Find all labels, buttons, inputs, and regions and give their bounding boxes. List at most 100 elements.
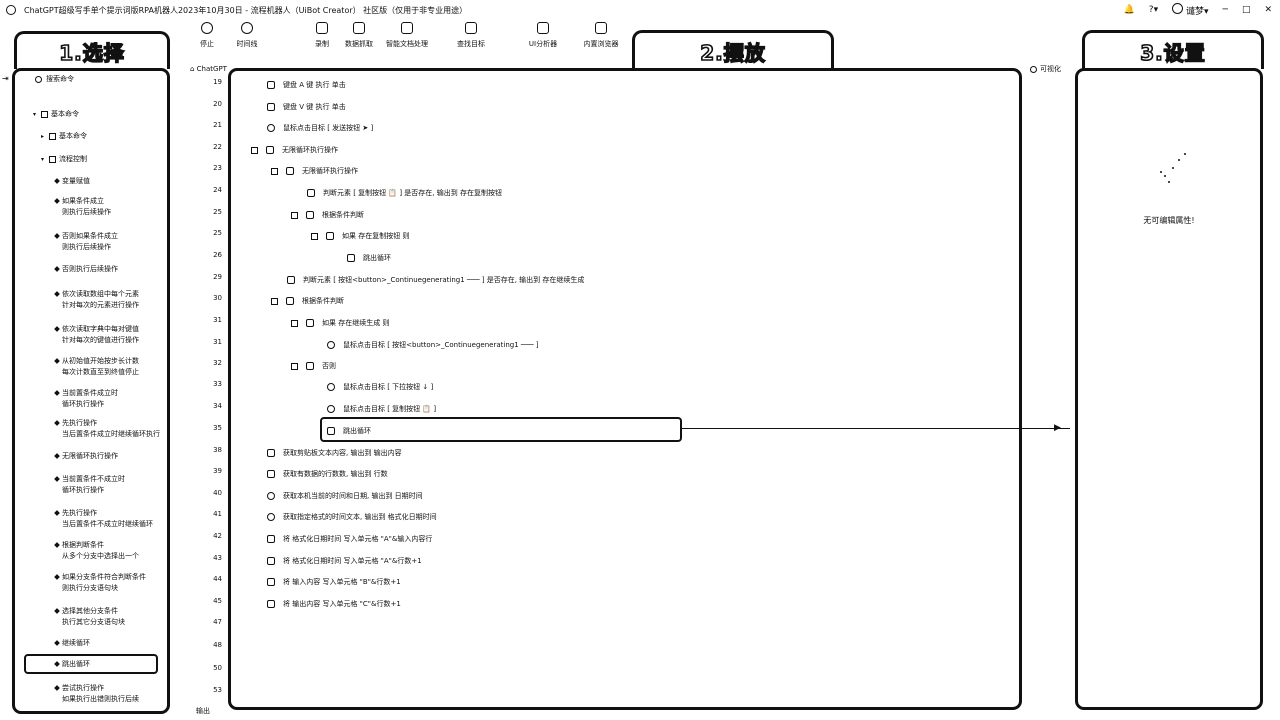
toolbar-label: 查找目标 xyxy=(457,40,485,48)
code-line[interactable]: 跳出循环 xyxy=(231,421,1019,441)
search-input[interactable]: 搜索命令 xyxy=(46,75,74,83)
collapse-toggle-icon[interactable] xyxy=(291,211,298,219)
code-line[interactable]: 键盘 A 键 执行 单击 xyxy=(231,75,1019,95)
code-line[interactable]: 将 输入内容 写入单元格 "B"&行数+1 xyxy=(231,572,1019,592)
command-tree-item[interactable]: 依次读取数组中每个元素针对每次的元素进行操作 xyxy=(54,289,139,311)
break-icon xyxy=(347,254,355,262)
code-line[interactable]: 根据条件判断 xyxy=(231,205,1019,225)
expand-caret-icon[interactable]: ▸ xyxy=(41,133,45,140)
line-number: 44 xyxy=(213,575,222,583)
command-label: 先执行操作 xyxy=(62,509,97,517)
command-tree-item[interactable]: 先执行操作当后置条件成立时继续循环执行 xyxy=(54,418,160,440)
minimize-icon[interactable]: ─ xyxy=(1222,5,1228,15)
sheet-icon xyxy=(267,470,275,478)
command-tree-item[interactable]: 当前置条件成立时循环执行操作 xyxy=(54,388,118,410)
command-tree-item[interactable]: 当前置条件不成立时循环执行操作 xyxy=(54,474,125,496)
command-tree-item[interactable]: 先执行操作当后置条件不成立时继续循环 xyxy=(54,508,153,530)
time-icon xyxy=(267,492,275,500)
code-line[interactable]: 否则 xyxy=(231,356,1019,376)
command-label: 基本命令 xyxy=(51,110,79,118)
command-tree-item[interactable]: 否则如果条件成立则执行后续操作 xyxy=(54,231,118,253)
code-line-text: 如果 存在继续生成 则 xyxy=(322,319,390,327)
collapse-toggle-icon[interactable] xyxy=(291,319,298,327)
run-line-icon[interactable]: ▶ xyxy=(1054,423,1061,433)
collapse-toggle-icon[interactable] xyxy=(271,297,278,305)
code-line[interactable]: 如果 存在复制按钮 则 xyxy=(231,226,1019,246)
code-line[interactable]: 判断元素 [ 按钮<button>_Continuegenerating1 ──… xyxy=(231,270,1019,290)
code-line[interactable]: 获取指定格式的时间文本, 输出到 格式化日期时间 xyxy=(231,507,1019,527)
collapse-toggle-icon[interactable] xyxy=(271,167,278,175)
code-line[interactable]: 判断元素 [ 复制按钮 📋 ] 是否存在, 输出到 存在复制按钮 xyxy=(231,183,1019,203)
breadcrumb[interactable]: ⌂ ChatGPT xyxy=(190,65,227,73)
line-number: 31 xyxy=(213,316,222,324)
visualize-toggle[interactable]: 可视化 xyxy=(1030,64,1061,74)
command-tree-item[interactable]: 跳出循环 xyxy=(54,659,90,670)
code-line-text: 获取有数据的行数数, 输出到 行数 xyxy=(283,470,388,478)
command-tree-item[interactable]: 变量赋值 xyxy=(54,176,90,187)
command-tree-item[interactable]: ▾流程控制 xyxy=(41,154,87,165)
command-tree-item[interactable]: ▸基本命令 xyxy=(41,131,87,142)
toolbar-label: 智能文档处理 xyxy=(386,40,428,48)
line-number: 24 xyxy=(213,186,222,194)
command-search[interactable]: 搜索命令 xyxy=(35,74,74,84)
collapse-toggle-icon[interactable] xyxy=(251,146,258,154)
code-line[interactable]: 鼠标点击目标 [ 按钮<button>_Continuegenerating1 … xyxy=(231,335,1019,355)
output-tab[interactable]: 输出 xyxy=(196,707,210,715)
toolbar-label: 录制 xyxy=(315,40,329,48)
expand-caret-icon[interactable]: ▾ xyxy=(33,111,37,118)
command-tree-item[interactable]: 否则执行后续操作 xyxy=(54,264,118,275)
command-tree-item[interactable]: 根据判断条件从多个分支中选择出一个 xyxy=(54,540,139,562)
toolbar-label: UI分析器 xyxy=(528,40,558,48)
code-line[interactable]: 无限循环执行操作 xyxy=(231,161,1019,181)
code-line[interactable]: 获取本机当前的时间和日期, 输出到 日期时间 xyxy=(231,486,1019,506)
element-icon xyxy=(307,189,315,197)
toolbar-label: 停止 xyxy=(200,40,214,48)
toolbar-doc-process-button[interactable]: 智能文档处理 xyxy=(380,22,434,49)
code-line[interactable]: 鼠标点击目标 [ 复制按钮 📋 ] xyxy=(231,399,1019,419)
toolbar-ui-analyzer-button[interactable]: UI分析器 xyxy=(516,22,570,49)
command-tree-item[interactable]: 从初始值开始按步长计数每次计数直至到终值停止 xyxy=(54,356,139,378)
collapse-toggle-icon[interactable] xyxy=(311,232,318,240)
toolbar-browser-button[interactable]: 内置浏览器 xyxy=(574,22,628,49)
code-line-text: 将 格式化日期时间 写入单元格 "A"&行数+1 xyxy=(283,557,422,565)
command-diamond-icon xyxy=(54,574,60,580)
code-line[interactable]: 根据条件判断 xyxy=(231,291,1019,311)
expand-caret-icon[interactable]: ▾ xyxy=(41,156,45,163)
bell-icon[interactable]: 🔔 xyxy=(1123,5,1135,15)
code-line[interactable]: 如果 存在继续生成 则 xyxy=(231,313,1019,333)
browser-icon xyxy=(595,22,607,34)
command-tree-item[interactable]: ▾ 基本命令 xyxy=(33,109,79,120)
collapse-toggle-icon[interactable] xyxy=(291,362,298,370)
code-line[interactable]: 鼠标点击目标 [ 下拉按钮 ↓ ] xyxy=(231,377,1019,397)
maximize-icon[interactable]: □ xyxy=(1241,5,1251,15)
command-tree-item[interactable]: 选择其他分支条件执行其它分支语句块 xyxy=(54,606,125,628)
toolbar-stop-button[interactable]: 停止 xyxy=(180,22,234,49)
code-line[interactable]: 跳出循环 xyxy=(231,248,1019,268)
left-collapse-icon[interactable]: ⇥ xyxy=(2,74,9,83)
code-line[interactable]: 鼠标点击目标 [ 发送按钮 ➤ ] xyxy=(231,118,1019,138)
command-label: 如果分支条件符合判断条件 xyxy=(62,573,146,581)
command-tree-item[interactable]: 依次读取字典中每对键值针对每次的键值进行操作 xyxy=(54,324,139,346)
code-line[interactable]: 将 格式化日期时间 写入单元格 "A"&输入内容行 xyxy=(231,529,1019,549)
code-line[interactable]: 无限循环执行操作 xyxy=(231,140,1019,160)
toolbar-record-button[interactable]: 录制 xyxy=(295,22,349,49)
code-line[interactable]: 将 格式化日期时间 写入单元格 "A"&行数+1 xyxy=(231,551,1019,571)
user-menu[interactable]: 谴梦▾ xyxy=(1172,3,1209,17)
property-panel: 无可编辑属性! xyxy=(1075,68,1263,710)
command-tree-item[interactable]: 尝试执行操作如果执行出错则执行后续 xyxy=(54,683,139,705)
code-line[interactable]: 获取有数据的行数数, 输出到 行数 xyxy=(231,464,1019,484)
toolbar-clock-button[interactable]: 时间线 xyxy=(220,22,274,49)
close-icon[interactable]: ✕ xyxy=(1264,5,1272,15)
toolbar: 停止时间线录制数据抓取智能文档处理 查找目标 UI分析器 内置浏览器 xyxy=(180,22,640,56)
code-line-text: 无限循环执行操作 xyxy=(302,167,358,175)
command-tree-item[interactable]: 继续循环 xyxy=(54,638,90,649)
help-icon[interactable]: ?▾ xyxy=(1148,5,1159,15)
toolbar-find-target-button[interactable]: 查找目标 xyxy=(444,22,498,49)
toolbar-data-grab-button[interactable]: 数据抓取 xyxy=(332,22,386,49)
command-tree-item[interactable]: 如果分支条件符合判断条件则执行分支语句块 xyxy=(54,572,146,594)
command-tree-item[interactable]: 无限循环执行操作 xyxy=(54,451,118,462)
code-line[interactable]: 键盘 V 键 执行 单击 xyxy=(231,97,1019,117)
code-line[interactable]: 将 输出内容 写入单元格 "C"&行数+1 xyxy=(231,594,1019,614)
command-tree-item[interactable]: 如果条件成立则执行后续操作 xyxy=(54,196,111,218)
code-line[interactable]: 获取剪贴板文本内容, 输出到 输出内容 xyxy=(231,443,1019,463)
